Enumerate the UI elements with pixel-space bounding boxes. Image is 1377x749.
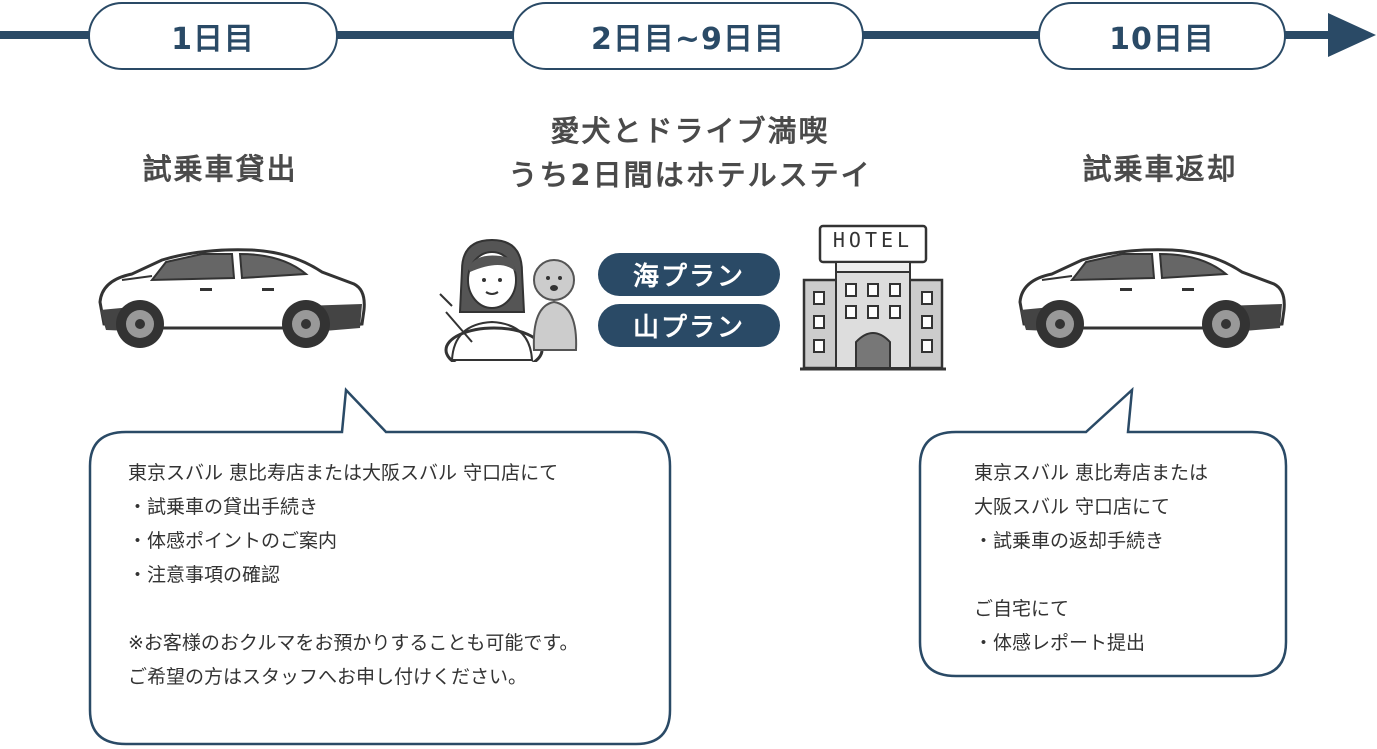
bubble-right-line-5: ご自宅にて — [974, 598, 1070, 620]
timeline-stage-1: 1日目 — [88, 2, 338, 70]
bubble-left-line-6: ※お客様のおクルマをお預かりすることも可能です。 — [128, 632, 579, 654]
bubble-left-line-2: ・試乗車の貸出手続き — [128, 496, 319, 518]
timeline-stage-2: 2日目~9日目 — [512, 2, 864, 70]
speech-bubble-right: 東京スバル 恵比寿店または 大阪スバル 守口店にて ・試乗車の返却手続き ご自宅… — [916, 386, 1292, 682]
bubble-left-line-1: 東京スバル 恵比寿店または大阪スバル 守口店にて — [128, 462, 559, 484]
heading-stage-2-line2: うち2日間はホテルステイ — [508, 158, 872, 192]
mountain-plan-badge: 山プラン — [598, 304, 780, 347]
bubble-right-line-1: 東京スバル 恵比寿店または — [974, 462, 1209, 484]
timeline-arrow-icon — [1328, 13, 1376, 57]
bubble-left-text: 東京スバル 恵比寿店または大阪スバル 守口店にて ・試乗車の貸出手続き ・体感ポ… — [128, 456, 578, 694]
bubble-left-line-7: ご希望の方はスタッフへお申し付けください。 — [128, 666, 528, 688]
hotel-sign-label: HOTEL — [832, 228, 914, 252]
bubble-right-text: 東京スバル 恵比寿店または 大阪スバル 守口店にて ・試乗車の返却手続き ご自宅… — [974, 456, 1208, 660]
bubble-right-line-6: ・体感レポート提出 — [974, 632, 1146, 654]
bubble-left-line-3: ・体感ポイントのご案内 — [128, 530, 338, 552]
timeline-stage-3: 10日目 — [1038, 2, 1286, 70]
sea-plan-badge: 海プラン — [598, 253, 780, 296]
heading-stage-3: 試乗車返却 — [1082, 152, 1238, 186]
driver-with-dog-icon — [439, 238, 578, 362]
heading-stage-1: 試乗車貸出 — [142, 152, 298, 186]
bubble-left-line-4: ・注意事項の確認 — [128, 564, 281, 586]
speech-bubble-left: 東京スバル 恵比寿店または大阪スバル 守口店にて ・試乗車の貸出手続き ・体感ポ… — [86, 386, 676, 748]
bubble-left-line-5 — [128, 592, 578, 626]
bubble-right-line-3: ・試乗車の返却手続き — [974, 530, 1165, 552]
car-icon — [98, 248, 366, 348]
bubble-right-line-4 — [974, 558, 1208, 592]
car-icon — [1018, 248, 1286, 348]
heading-stage-2-line1: 愛犬とドライブ満喫 — [550, 114, 830, 148]
hotel-building-icon — [800, 224, 946, 371]
bubble-right-line-2: 大阪スバル 守口店にて — [974, 496, 1171, 518]
